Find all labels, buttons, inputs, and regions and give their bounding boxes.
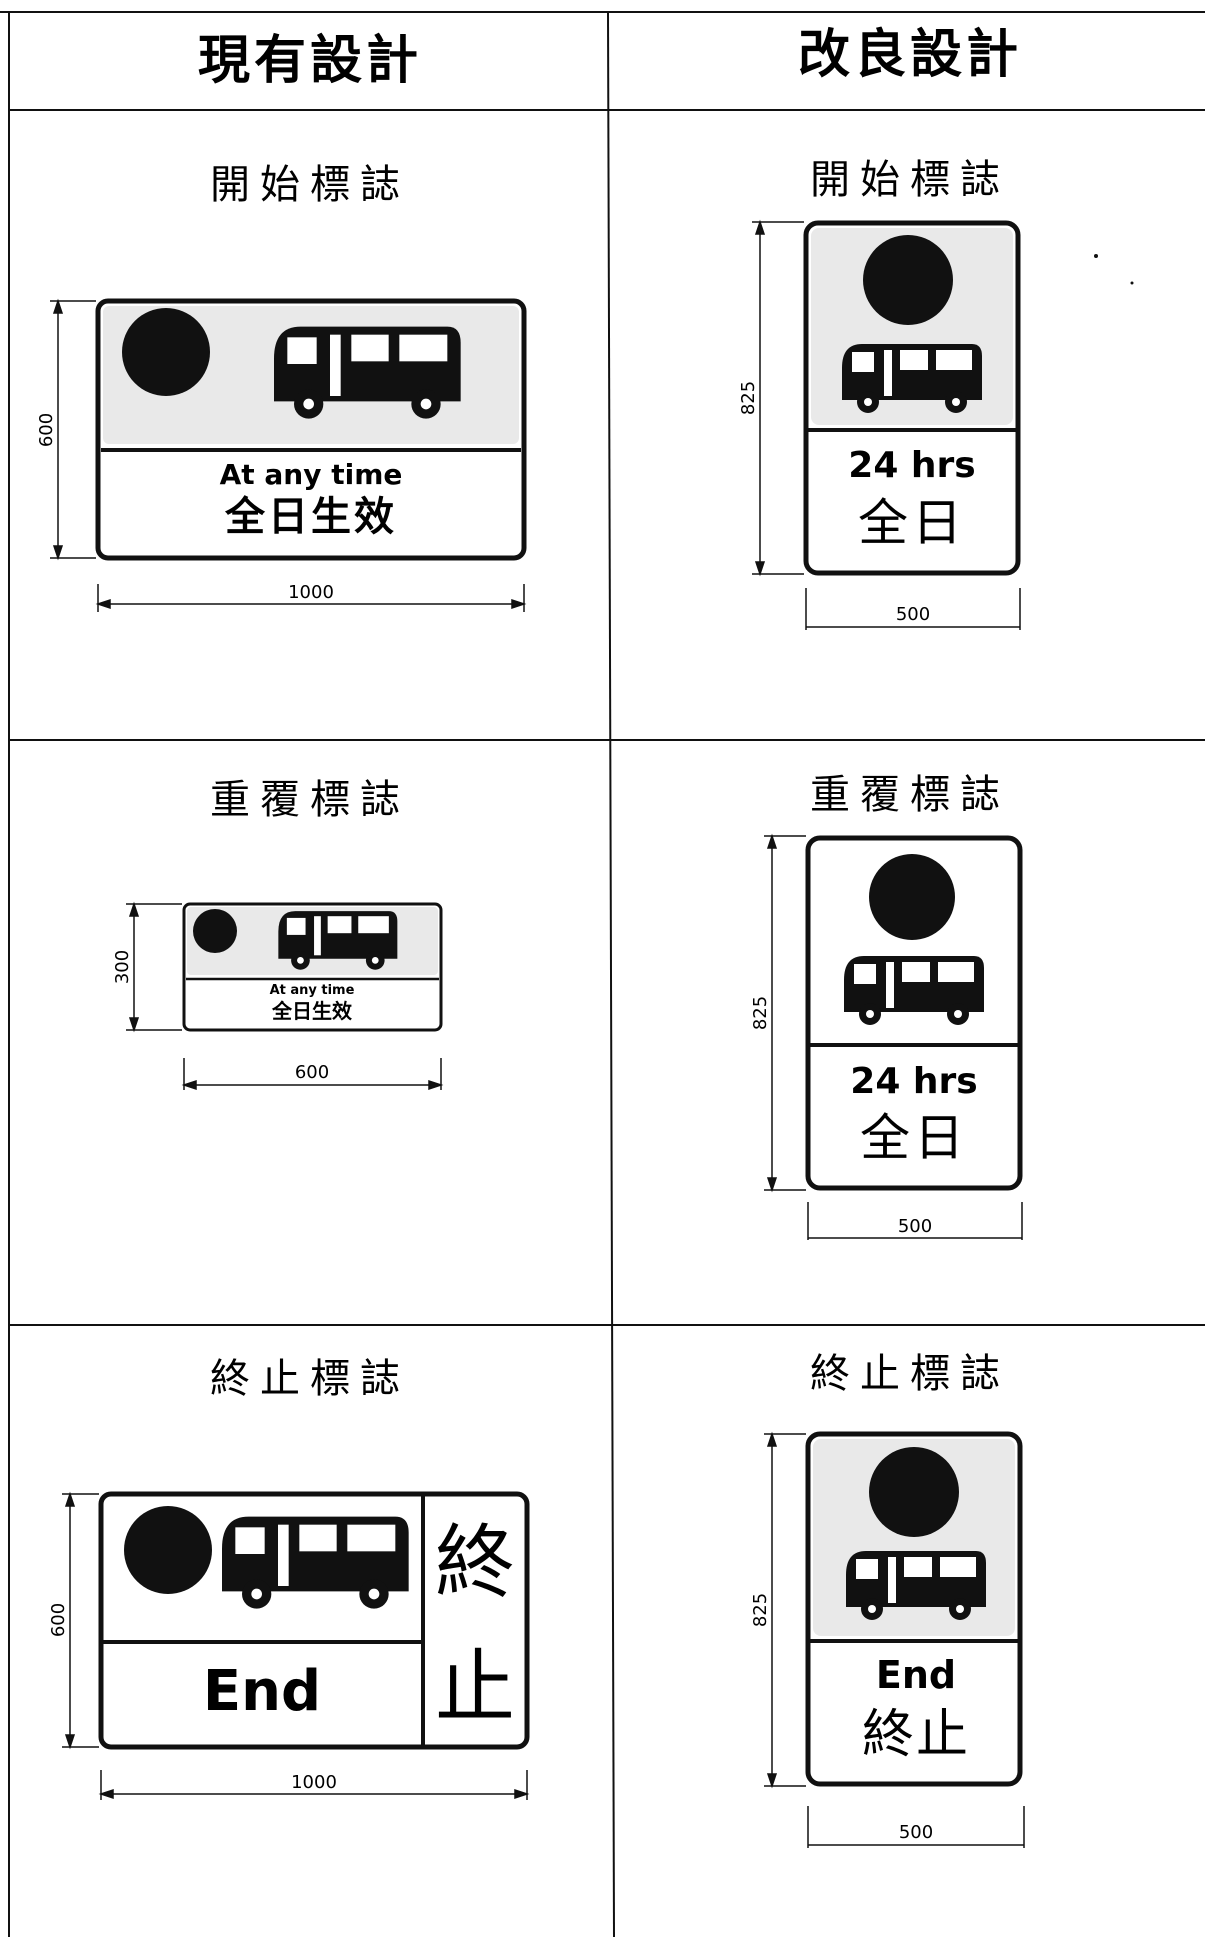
sign-text-en: At any time: [220, 458, 403, 491]
sign-text-zh: 全日生效: [271, 999, 352, 1023]
dimension-width-end-existing: [98, 1770, 530, 1800]
restriction-disc-icon: [863, 235, 953, 325]
row-label-repeat-improved: 重覆標誌: [810, 772, 1010, 818]
dimension-label-height: 825: [750, 1593, 771, 1627]
dimension-label-height: 300: [112, 950, 133, 984]
sign-text-en: 24 hrs: [850, 1061, 977, 1102]
restriction-disc-icon: [869, 1447, 959, 1537]
sign-text-zh: 全日: [860, 1109, 968, 1167]
sign-text-zh-bottom: 止: [435, 1641, 515, 1734]
dimension-width-end-improved: [807, 1806, 1025, 1848]
restriction-disc-icon: [869, 854, 955, 940]
restriction-disc-icon: [122, 308, 210, 396]
row-label-start-existing: 開始標誌: [210, 162, 410, 208]
sign-repeat-improved: 24 hrs 全日: [805, 835, 1023, 1191]
dimension-height-repeat-existing: [126, 901, 182, 1033]
sign-text-en: At any time: [270, 983, 355, 998]
dimension-label-height: 825: [750, 996, 771, 1030]
sign-text-zh: 全日生效: [224, 494, 397, 540]
sign-text-zh: 全日: [858, 494, 966, 552]
table-grid: [0, 11, 1205, 1937]
sign-text-en: End: [203, 1659, 321, 1724]
scan-speck: [1130, 281, 1134, 285]
dimension-label-height: 825: [738, 381, 759, 415]
sign-start-improved: 24 hrs 全日: [803, 220, 1021, 576]
restriction-disc-icon: [193, 909, 237, 953]
dimension-width-repeat-existing: [181, 1058, 444, 1091]
scan-speck: [1094, 254, 1098, 258]
dimension-label-height: 600: [48, 1603, 69, 1637]
row-label-start-improved: 開始標誌: [810, 157, 1010, 203]
dimension-height-repeat-improved: [764, 833, 806, 1193]
sign-text-zh-top: 終: [435, 1516, 515, 1609]
dimension-label-width: 600: [295, 1062, 329, 1083]
row-label-repeat-existing: 重覆標誌: [210, 777, 410, 823]
sign-text-en: 24 hrs: [848, 445, 975, 486]
header-improved-design: 改良設計: [798, 25, 1022, 85]
dimension-label-width: 500: [898, 1216, 932, 1237]
dimension-label-height: 600: [36, 413, 57, 447]
dimension-label-width: 1000: [288, 582, 334, 603]
sign-text-en: End: [876, 1653, 956, 1697]
dimension-height-start-improved: [752, 219, 804, 577]
sign-end-improved: End 終止: [805, 1431, 1023, 1787]
dimension-label-width: 1000: [291, 1772, 337, 1793]
sign-repeat-existing: At any time 全日生效: [182, 902, 443, 1032]
dimension-label-width: 500: [896, 604, 930, 625]
dimension-height-end-improved: [764, 1431, 806, 1789]
restriction-disc-icon: [124, 1506, 212, 1594]
dimension-height-end-existing: [62, 1491, 99, 1750]
dimension-width-start-improved: [805, 588, 1021, 630]
dimension-width-start-existing: [95, 584, 527, 612]
row-label-end-existing: 終止標誌: [210, 1356, 410, 1402]
sign-end-existing: End 終 止: [98, 1491, 530, 1750]
sign-start-existing: At any time 全日生效: [95, 298, 527, 561]
dimension-label-width: 500: [899, 1822, 933, 1843]
row-label-end-improved: 終止標誌: [810, 1351, 1010, 1397]
dimension-height-start-existing: [50, 298, 96, 561]
dimension-width-repeat-improved: [807, 1202, 1023, 1240]
sign-text-zh: 終止: [862, 1705, 970, 1765]
header-existing-design: 現有設計: [198, 31, 422, 91]
